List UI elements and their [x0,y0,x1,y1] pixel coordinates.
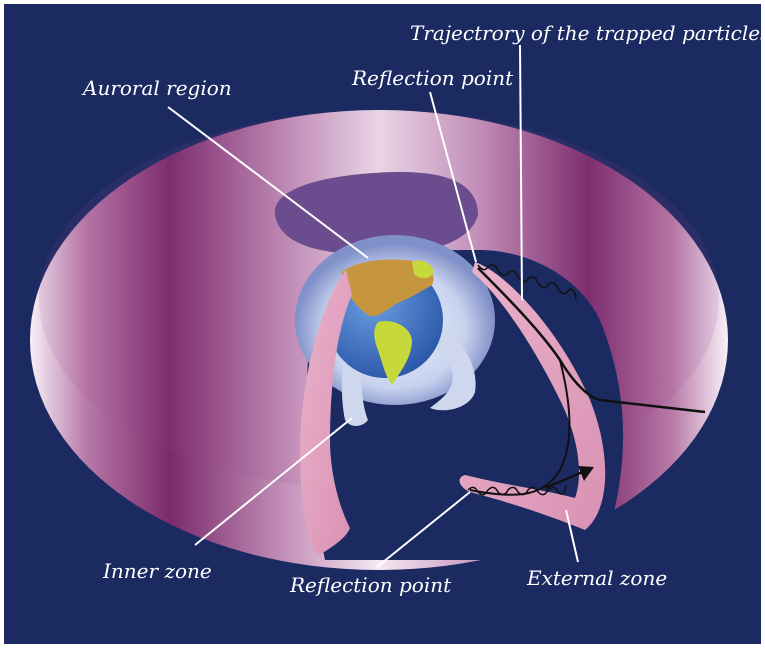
label-trajectory: Trajectrory of the trapped particles [410,23,765,43]
label-reflection-point-top: Reflection point [352,68,513,88]
label-inner-zone: Inner zone [103,561,212,581]
label-auroral-region: Auroral region [83,78,232,98]
label-reflection-point-bottom: Reflection point [290,575,451,595]
label-external-zone: External zone [527,568,667,588]
